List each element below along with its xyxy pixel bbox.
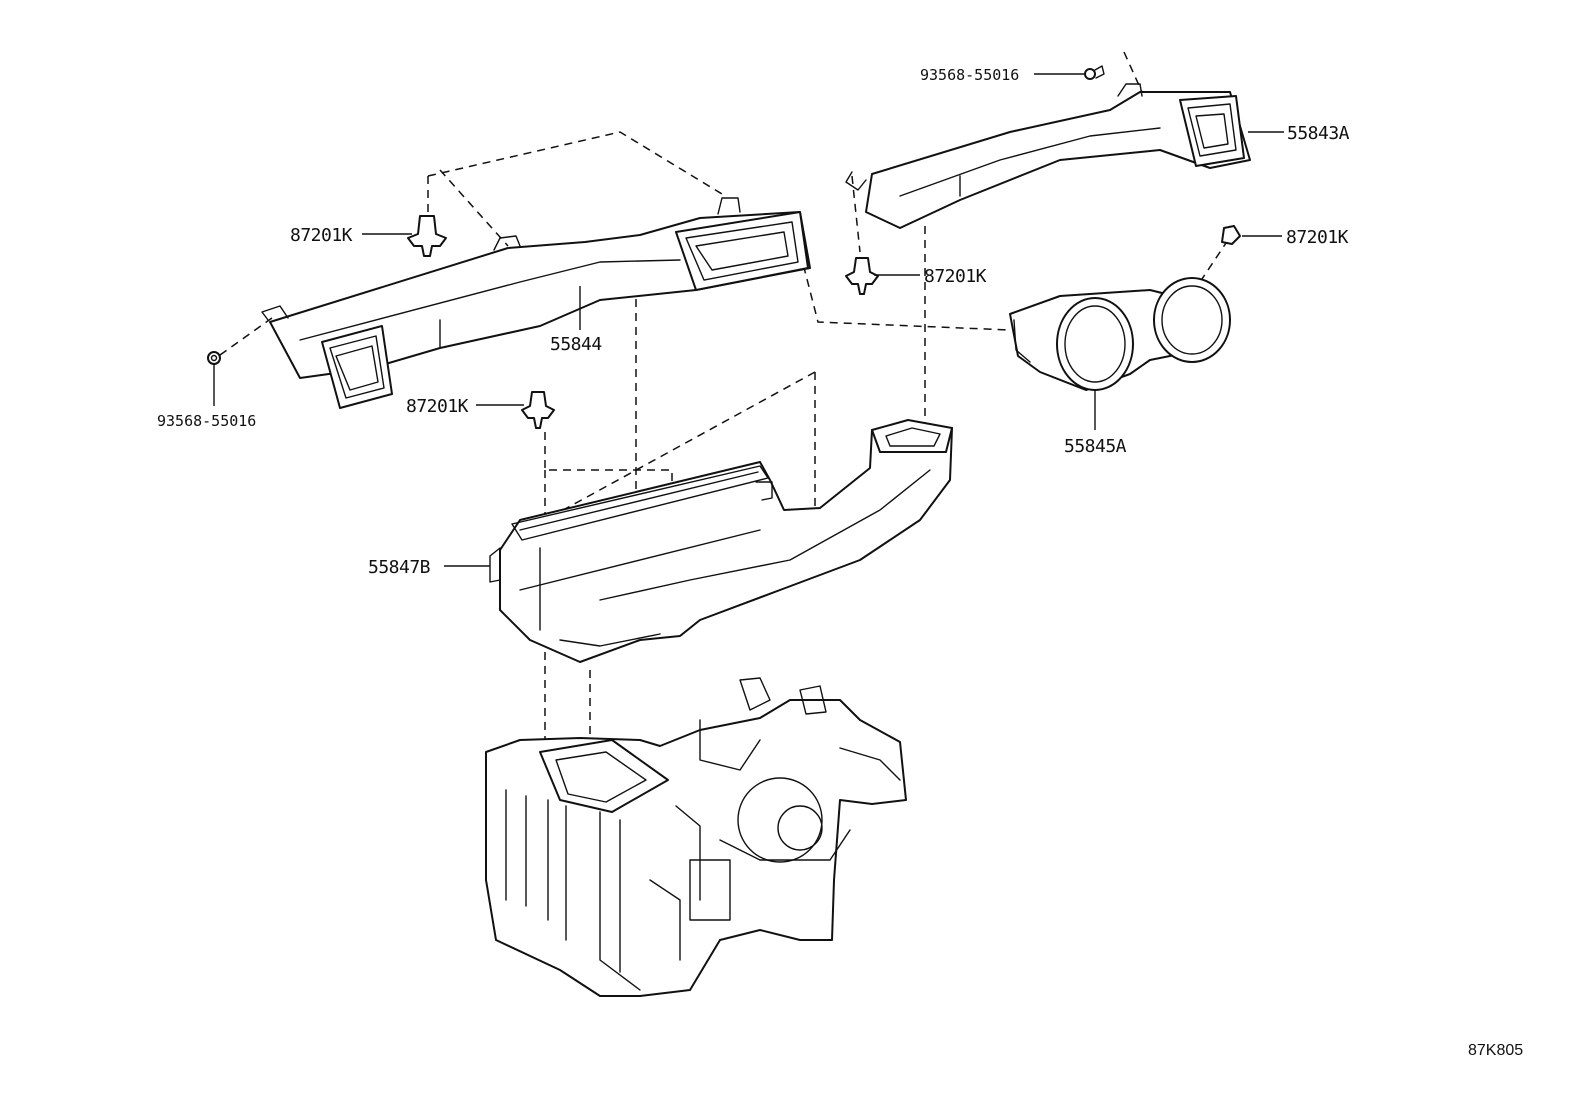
callout-55845a: 55845A bbox=[1064, 436, 1127, 457]
callout-55843a: 55843A bbox=[1287, 123, 1350, 144]
diagram-code: 87K805 bbox=[1468, 1042, 1523, 1059]
callout-93568-55016-left: 93568-55016 bbox=[157, 412, 256, 430]
duct-55847b bbox=[489, 419, 953, 663]
clip-icon bbox=[407, 215, 447, 257]
callout-87201k-middle: 87201K bbox=[406, 396, 469, 417]
clip-icon bbox=[1221, 225, 1241, 245]
duct-55844 bbox=[261, 197, 811, 409]
clip-icon bbox=[845, 257, 879, 295]
screw-icon bbox=[1084, 65, 1105, 80]
screw-icon bbox=[207, 351, 221, 365]
clip-icon bbox=[521, 391, 555, 429]
callout-87201k-right: 87201K bbox=[1286, 227, 1349, 248]
callout-87201k-left-upper: 87201K bbox=[290, 225, 353, 246]
leader-lines bbox=[213, 73, 1284, 567]
callout-55844: 55844 bbox=[550, 334, 602, 355]
callout-87201k-center: 87201K bbox=[924, 266, 987, 287]
callout-55847b: 55847B bbox=[368, 557, 430, 578]
callout-93568-55016-top: 93568-55016 bbox=[920, 66, 1019, 84]
duct-55843a bbox=[845, 83, 1251, 229]
duct-55845a bbox=[1009, 277, 1231, 391]
assembly-guide-lines bbox=[219, 51, 1229, 820]
heater-unit-assembly bbox=[485, 677, 907, 997]
